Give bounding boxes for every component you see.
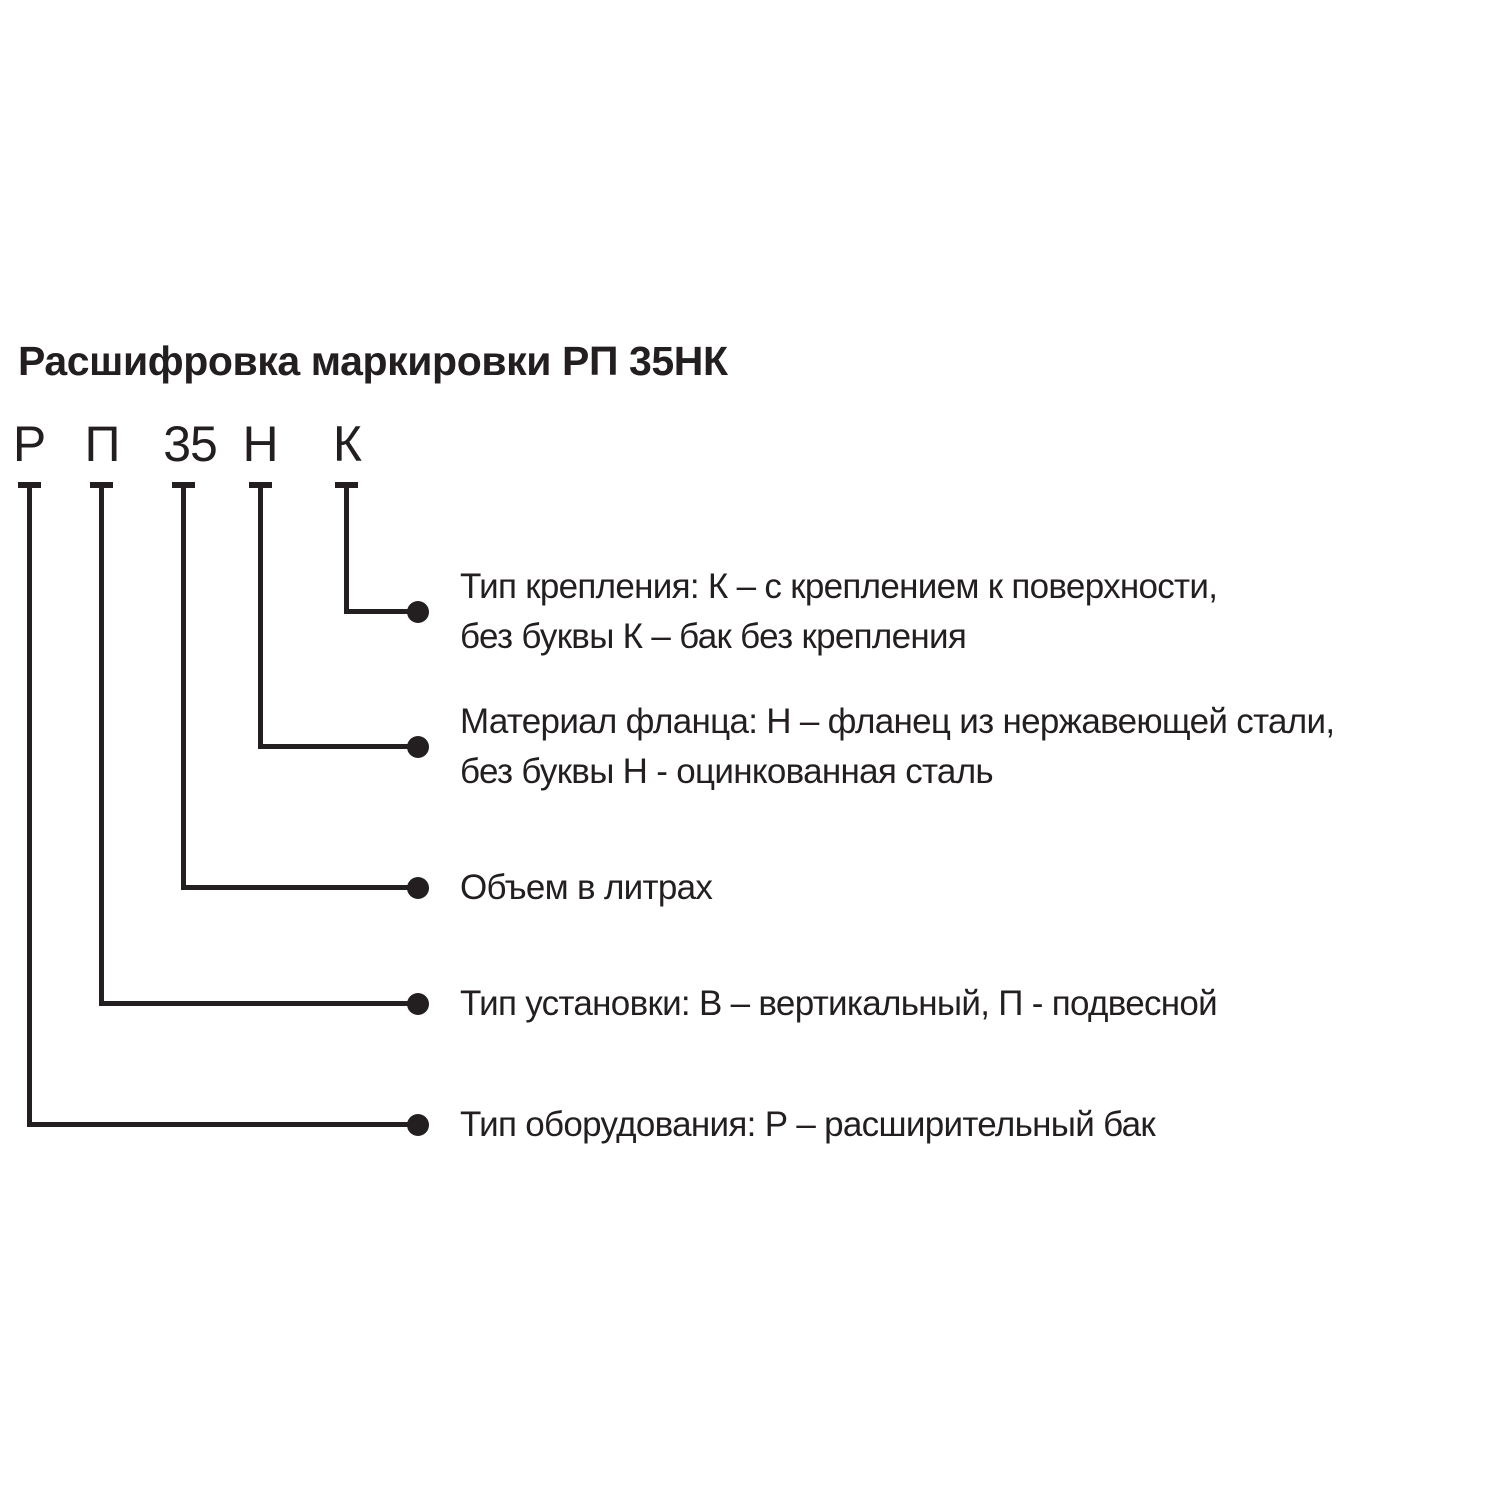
bullet-endpoint-p [407, 993, 429, 1015]
connector-horizontal-p [99, 1001, 418, 1006]
legend-line: без буквы Н - оцинкованная сталь [460, 752, 994, 791]
bullet-endpoint-35 [407, 877, 429, 899]
legend-line: Тип установки: В – вертикальный, П - под… [460, 984, 1218, 1023]
connector-horizontal-r [27, 1122, 418, 1127]
bullet-endpoint-k [407, 601, 429, 623]
marking-char-p: П [84, 416, 121, 472]
legend-item-installation-type: Тип установки: В – вертикальный, П - под… [460, 979, 1218, 1029]
marking-char-k: К [332, 416, 362, 472]
connector-horizontal-n [258, 744, 418, 749]
legend-item-volume: Объем в литрах [460, 863, 713, 913]
connector-vertical-r [27, 482, 32, 1127]
connector-vertical-p [99, 482, 104, 1006]
legend-line: Материал фланца: Н – фланец из нержавеющ… [460, 702, 1335, 741]
marking-char-r: Р [12, 416, 46, 472]
connector-vertical-k [344, 482, 349, 614]
marking-char-n: Н [242, 416, 278, 472]
page-title: Расшифровка маркировки РП 35НК [18, 338, 728, 384]
legend-line: без буквы К – бак без крепления [460, 617, 967, 656]
connector-horizontal-35 [181, 885, 418, 890]
legend-line: Объем в литрах [460, 868, 713, 907]
connector-vertical-35 [181, 482, 186, 890]
legend-item-flange-material: Материал фланца: Н – фланец из нержавеющ… [460, 697, 1335, 797]
bullet-endpoint-r [407, 1114, 429, 1136]
bullet-endpoint-n [407, 736, 429, 758]
legend-item-equipment-type: Тип оборудования: Р – расширительный бак [460, 1100, 1156, 1150]
legend-line: Тип оборудования: Р – расширительный бак [460, 1105, 1156, 1144]
marking-char-35: 35 [163, 416, 218, 472]
connector-vertical-n [258, 482, 263, 749]
legend-item-mount-type: Тип крепления: К – с креплением к поверх… [460, 562, 1218, 662]
connector-horizontal-k [344, 609, 418, 614]
legend-line: Тип крепления: К – с креплением к поверх… [460, 567, 1218, 606]
